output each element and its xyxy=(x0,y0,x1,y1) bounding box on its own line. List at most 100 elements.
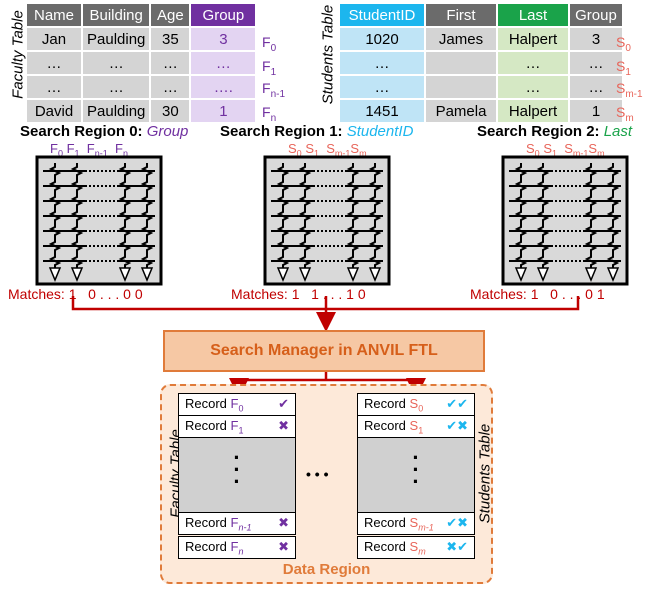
region-1-column-labels: S0 S1 Sm-1Sm xyxy=(288,141,367,159)
faculty-row-label: F1 xyxy=(262,58,277,78)
table-cell: 1020 xyxy=(340,28,424,50)
faculty-header-group: Group xyxy=(191,4,256,26)
record-row: Record Fn ✖ xyxy=(178,536,296,559)
table-cell: … xyxy=(570,76,622,98)
search-region-0-title: Search Region 0: Group xyxy=(20,123,189,140)
array-sense-arrow-icon xyxy=(606,267,620,282)
table-row: Jan Paulding 35 3 xyxy=(27,28,256,50)
students-header-first: First xyxy=(426,4,496,26)
region-0-column-labels: F0 F1 Fn-1 Fn xyxy=(50,141,128,159)
array-sense-arrow-icon xyxy=(140,267,154,282)
students-table: StudentID First Last Group 1020 James Ha… xyxy=(338,2,624,124)
record-row: Record F0 ✔ xyxy=(178,393,296,416)
array-sense-arrow-icon xyxy=(536,267,550,282)
table-cell: … xyxy=(340,76,424,98)
array-sense-arrow-icon xyxy=(118,267,132,282)
record-row: Record F1 ✖ xyxy=(178,415,296,438)
record-gap: ··· xyxy=(178,438,296,512)
table-cell: … xyxy=(27,52,81,74)
cross-icon: ✖ xyxy=(278,515,289,530)
array-sense-arrow-icon xyxy=(514,267,528,282)
table-cell xyxy=(426,52,496,74)
search-manager-box: Search Manager in ANVIL FTL xyxy=(163,330,485,372)
table-cell: James xyxy=(426,28,496,50)
cross-check-icon: ✖✔ xyxy=(446,539,468,554)
array-bitline xyxy=(514,163,528,268)
array-sense-arrow-icon xyxy=(298,267,312,282)
vertical-ellipsis-icon: ··· xyxy=(233,445,241,494)
middle-ellipsis: • • • xyxy=(306,466,329,482)
students-row-label: S0 xyxy=(616,34,631,54)
array-sense-arrow-icon xyxy=(276,267,290,282)
data-region-label: Data Region xyxy=(282,561,371,578)
array-sense-arrow-icon xyxy=(346,267,360,282)
table-row: … … … xyxy=(340,76,622,98)
table-cell: … xyxy=(83,76,150,98)
check-cross-icon: ✔✖ xyxy=(446,515,468,530)
table-cell: … xyxy=(151,76,190,98)
record-row: Record S0 ✔✔ xyxy=(357,393,475,416)
array-bitline xyxy=(346,163,360,268)
array-bitline xyxy=(276,163,290,268)
check-icon: ✔ xyxy=(278,396,289,411)
record-row: Record Fn-1 ✖ xyxy=(178,512,296,535)
table-cell: … xyxy=(340,52,424,74)
table-cell: … xyxy=(191,52,256,74)
table-cell: David xyxy=(27,100,81,122)
region-1-matches: Matches: 1 1 . . . 1 0 xyxy=(231,286,366,302)
array-bitline xyxy=(584,163,598,268)
array-bitline xyxy=(118,163,132,268)
array-sense-arrow-icon xyxy=(584,267,598,282)
table-row: … … … xyxy=(340,52,622,74)
table-cell: 35 xyxy=(151,28,190,50)
faculty-row-label: F0 xyxy=(262,34,277,54)
table-row: David Paulding 30 1 xyxy=(27,100,256,122)
students-header-row: StudentID First Last Group xyxy=(340,4,622,26)
record-row: Record S1 ✔✖ xyxy=(357,415,475,438)
faculty-records: Record F0 ✔ Record F1 ✖ ··· Record Fn-1 … xyxy=(178,393,296,561)
table-cell: … xyxy=(498,76,568,98)
table-cell: … xyxy=(27,76,81,98)
students-row-label: Sm-1 xyxy=(616,80,643,100)
table-cell: Jan xyxy=(27,28,81,50)
table-cell: 1 xyxy=(570,100,622,122)
region-0-matches: Matches: 1 0 . . . 0 0 xyxy=(8,286,143,302)
array-sense-arrow-icon xyxy=(368,267,382,282)
students-row-label: S1 xyxy=(616,58,631,78)
table-cell xyxy=(426,76,496,98)
table-cell: Halpert xyxy=(498,100,568,122)
students-records: Record S0 ✔✔ Record S1 ✔✖ ··· Record Sm-… xyxy=(357,393,475,561)
table-cell: …. xyxy=(191,76,256,98)
faculty-header-name: Name xyxy=(27,4,81,26)
record-row: Record Sm ✖✔ xyxy=(357,536,475,559)
students-row-label: Sm xyxy=(616,104,634,124)
table-cell: 3 xyxy=(570,28,622,50)
data-region-students-label: Students Table xyxy=(476,423,494,524)
students-header-studentid: StudentID xyxy=(340,4,424,26)
table-row: 1020 James Halpert 3 xyxy=(340,28,622,50)
array-bitline xyxy=(606,163,620,268)
record-row: Record Sm-1 ✔✖ xyxy=(357,512,475,535)
region-2-column-labels: S0 S1 Sm-1Sm xyxy=(526,141,605,159)
array-bitline xyxy=(48,163,62,268)
table-cell: 1451 xyxy=(340,100,424,122)
table-row: 1451 Pamela Halpert 1 xyxy=(340,100,622,122)
search-region-1-array xyxy=(263,155,391,286)
cross-icon: ✖ xyxy=(278,418,289,433)
faculty-row-label: Fn xyxy=(262,104,277,124)
students-header-last: Last xyxy=(498,4,568,26)
table-cell: … xyxy=(570,52,622,74)
faculty-header-building: Building xyxy=(83,4,150,26)
check-check-icon: ✔✔ xyxy=(446,396,468,411)
record-gap: ··· xyxy=(357,438,475,512)
cross-icon: ✖ xyxy=(278,539,289,554)
table-cell: Paulding xyxy=(83,28,150,50)
array-bitline xyxy=(298,163,312,268)
table-cell: 1 xyxy=(191,100,256,122)
table-cell: … xyxy=(151,52,190,74)
table-cell: Halpert xyxy=(498,28,568,50)
table-row: … … … … xyxy=(27,52,256,74)
faculty-header-row: Name Building Age Group xyxy=(27,4,256,26)
faculty-header-age: Age xyxy=(151,4,190,26)
faculty-table: Name Building Age Group Jan Paulding 35 … xyxy=(25,2,257,124)
